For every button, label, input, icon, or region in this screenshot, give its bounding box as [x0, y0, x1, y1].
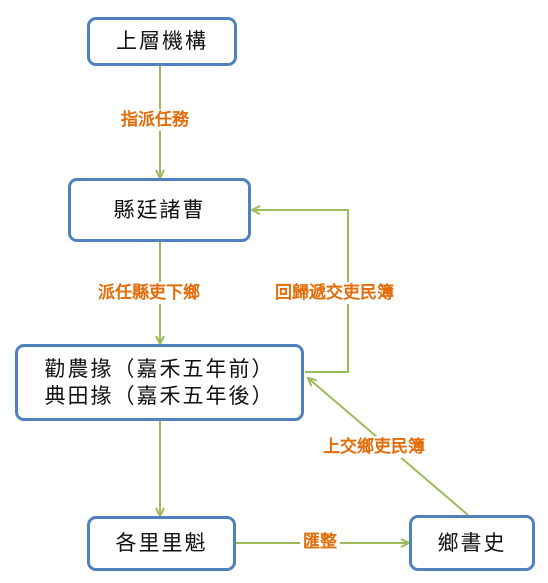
- edge-label-assign-tasks: 指派任務: [118, 109, 192, 131]
- node-county-offices-label: 縣廷諸曹: [113, 197, 206, 222]
- edge-label-submit-records: 上交鄉吏民簿: [320, 436, 428, 458]
- node-top-agency-label: 上層機構: [116, 29, 208, 54]
- node-village-chiefs: 各里里魁: [87, 516, 236, 571]
- node-top-agency: 上層機構: [87, 17, 237, 66]
- node-township-scribe-label: 鄉書史: [437, 530, 507, 555]
- node-officials: 勸農掾（嘉禾五年前） 典田掾（嘉禾五年後）: [15, 344, 304, 421]
- node-officials-line-1: 勸農掾（嘉禾五年前）: [44, 357, 275, 382]
- node-township-scribe: 鄉書史: [409, 515, 535, 571]
- edge-label-dispatch: 派任縣吏下鄉: [95, 282, 203, 304]
- node-officials-line-2: 典田掾（嘉禾五年後）: [44, 383, 275, 408]
- edge-label-compile: 匯整: [300, 531, 340, 553]
- node-county-offices: 縣廷諸曹: [68, 178, 251, 242]
- node-village-chiefs-label: 各里里魁: [115, 531, 208, 556]
- edge-label-return-records: 回歸遞交吏民簿: [272, 282, 397, 304]
